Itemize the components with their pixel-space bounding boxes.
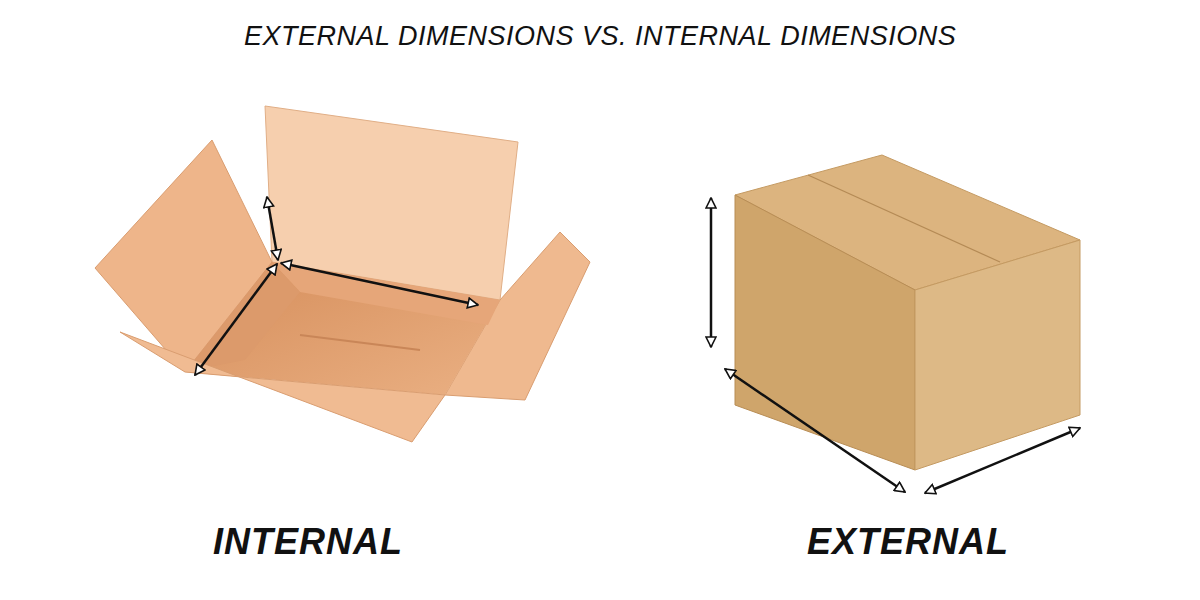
diagram-title: EXTERNAL DIMENSIONS VS. INTERNAL DIMENSI…	[244, 21, 956, 52]
external-length-arrow	[725, 369, 905, 492]
box-front	[735, 195, 915, 470]
closed-box	[711, 155, 1080, 493]
external-width-arrow	[925, 428, 1080, 493]
box-label: EXTERNAL	[807, 521, 1009, 563]
external-height-arrow	[710, 198, 713, 347]
internal-length-arrow	[281, 263, 478, 305]
internal-height-arrow	[267, 197, 278, 260]
floor-seam	[300, 335, 420, 350]
inner-back-wall	[272, 262, 500, 325]
box-label: INTERNAL	[213, 521, 403, 563]
inner-left-wall	[185, 262, 300, 372]
internal-width-arrow	[195, 264, 277, 375]
front-flap	[120, 332, 445, 442]
open-box	[95, 106, 590, 442]
box-side	[915, 240, 1080, 470]
box-seam	[808, 175, 1000, 262]
